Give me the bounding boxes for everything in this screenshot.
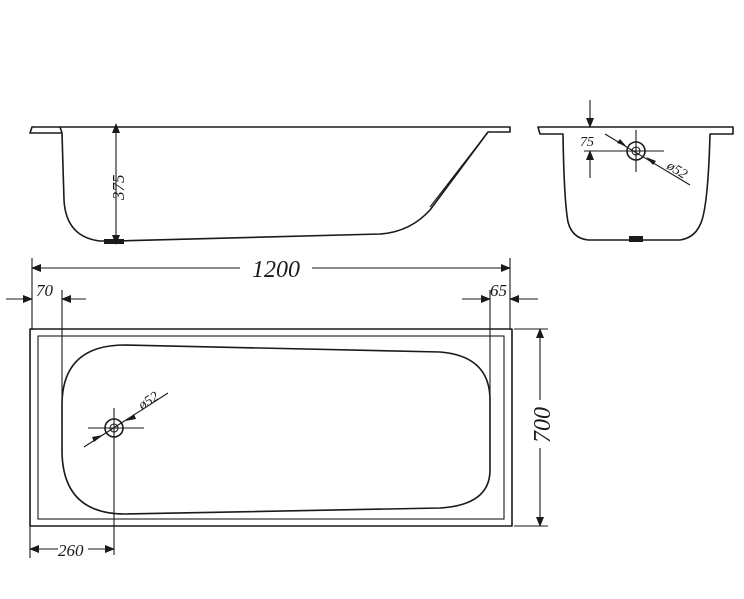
overflow-diameter-arrow-1 bbox=[617, 139, 626, 146]
length-dimension-label: 1200 bbox=[252, 257, 300, 283]
drain-diameter-label: ø52 bbox=[135, 389, 162, 414]
drain-icon bbox=[88, 408, 144, 555]
side-view: 375 bbox=[29, 123, 511, 245]
end-view-outline bbox=[537, 126, 734, 241]
width-dimension: 700 bbox=[514, 328, 556, 527]
top-view: ø52 bbox=[29, 328, 513, 555]
rim-left-label: 70 bbox=[36, 281, 54, 300]
rim-right-dimension: 65 bbox=[462, 281, 538, 400]
depth-dimension-label: 375 bbox=[109, 175, 128, 202]
drain-offset-label: 260 bbox=[58, 541, 84, 560]
side-view-outline bbox=[29, 126, 511, 242]
width-dimension-label: 700 bbox=[530, 407, 556, 443]
drain-offset-dimension: 260 bbox=[29, 526, 115, 560]
top-view-outer-rim bbox=[29, 328, 513, 527]
overflow-height-label: 75 bbox=[580, 135, 594, 150]
drain-diameter-arrow-1 bbox=[92, 435, 103, 442]
drain-diameter-arrow-2 bbox=[125, 414, 136, 421]
end-view: 75 ø52 bbox=[537, 100, 734, 242]
side-view-inner-wall bbox=[429, 131, 489, 208]
overflow-diameter-label: ø52 bbox=[663, 158, 690, 182]
length-dimension: 1200 bbox=[31, 257, 511, 330]
rim-right-label: 65 bbox=[490, 281, 507, 300]
rim-left-dimension: 70 bbox=[6, 281, 86, 420]
top-view-basin bbox=[61, 344, 491, 515]
overflow-diameter-arrow-2 bbox=[646, 157, 656, 165]
end-view-foot bbox=[629, 236, 643, 242]
side-view-foot bbox=[104, 239, 124, 244]
top-view-inner-rim bbox=[37, 335, 505, 520]
